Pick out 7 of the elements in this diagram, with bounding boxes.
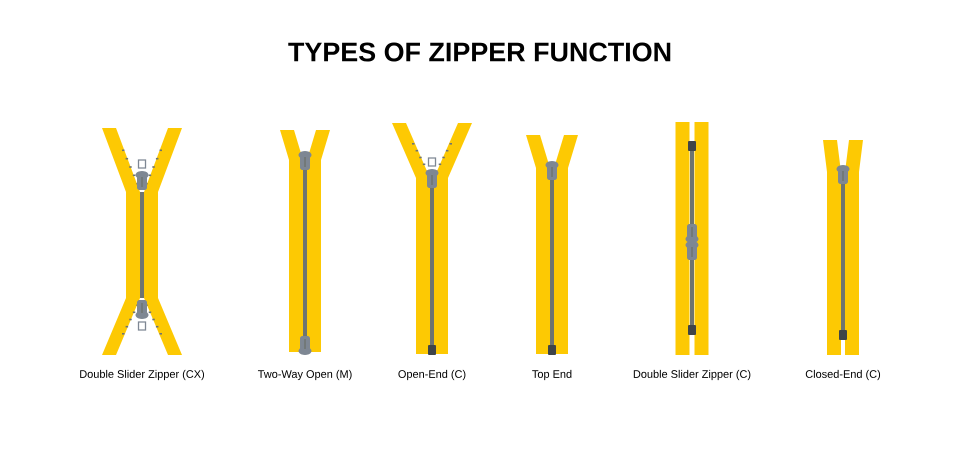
title: TYPES OF ZIPPER FUNCTION — [288, 42, 670, 62]
caption: Top End — [532, 370, 572, 380]
caption: Double Slider Zipper (C) — [634, 370, 750, 380]
caption: Two-Way Open (M) — [258, 370, 352, 380]
caption: Closed-End (C) — [806, 370, 880, 380]
caption: Double Slider Zipper (CX) — [80, 370, 204, 380]
caption: Open-End (C) — [398, 370, 466, 380]
